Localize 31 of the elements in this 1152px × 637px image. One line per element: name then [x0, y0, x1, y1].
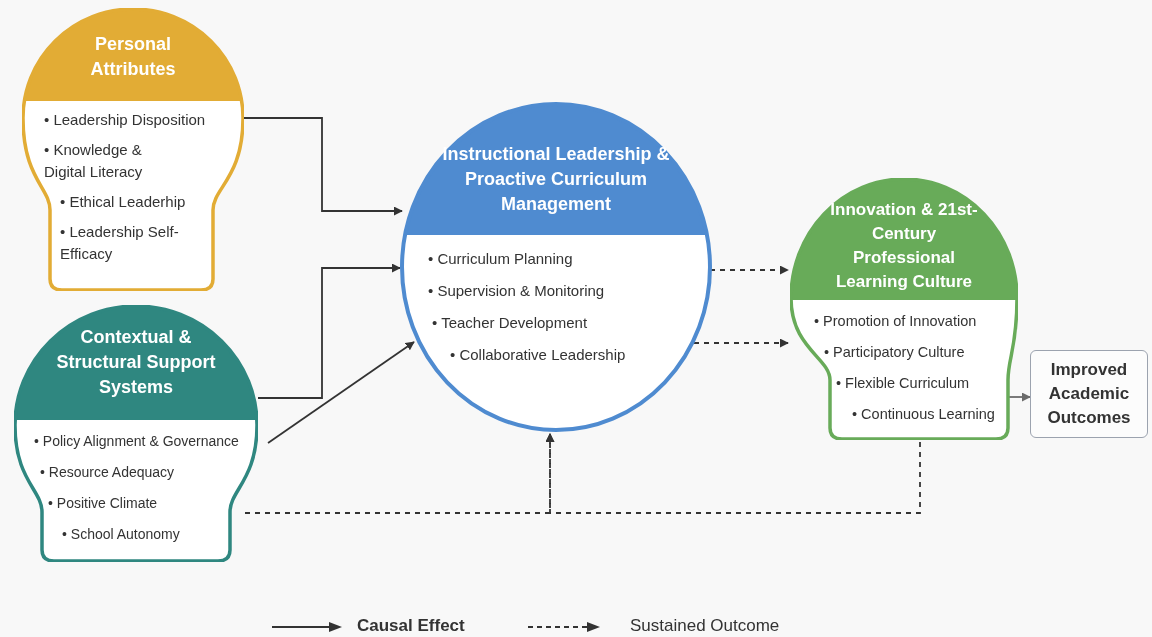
list-item: • Ethical Leaderhip: [60, 192, 186, 212]
list-item: • Continuous Learning: [852, 405, 995, 424]
arrow: [693, 338, 789, 348]
arrow: [257, 263, 401, 399]
outcome-text: Improved Academic Outcomes: [1046, 359, 1132, 429]
list-item: • Participatory Culture: [824, 343, 965, 362]
arrow: [243, 117, 403, 216]
arrow: [267, 341, 415, 444]
node-heading: Innovation & 21st-Century Professional Learning Culture: [829, 199, 979, 293]
list-item: • Knowledge & Digital Literacy: [44, 140, 144, 182]
node-heading: Personal Attributes: [89, 33, 177, 81]
list-item: • Policy Alignment & Governance: [34, 432, 239, 451]
list-item: • Promotion of Innovation: [814, 312, 977, 331]
legend-text: Sustained Outcome: [630, 616, 780, 636]
legend-text: Causal Effect: [357, 616, 465, 636]
list-item: • Teacher Development: [432, 313, 588, 333]
list-item: • Positive Climate: [48, 494, 158, 513]
node-heading: Instructional Leadership & Proactive Curriculum Management: [441, 143, 671, 216]
list-item: • Curriculum Planning: [428, 249, 573, 269]
list-item: • Flexible Curriculum: [836, 374, 970, 393]
outcome-box: [1030, 350, 1148, 438]
list-item: • Resource Adequacy: [40, 463, 175, 482]
list-item: • Leadership Disposition: [44, 110, 206, 130]
list-item: • Collaborative Leadership: [450, 345, 626, 365]
arrow: [709, 265, 789, 275]
list-item: • School Autonomy: [62, 525, 180, 544]
node-heading: Contextual & Structural Support Systems: [55, 326, 217, 399]
list-item: • Supervision & Monitoring: [428, 281, 605, 301]
arrow: [545, 433, 921, 514]
arrow: [1007, 392, 1031, 402]
list-item: • Leadership Self-Efficacy: [60, 222, 180, 264]
